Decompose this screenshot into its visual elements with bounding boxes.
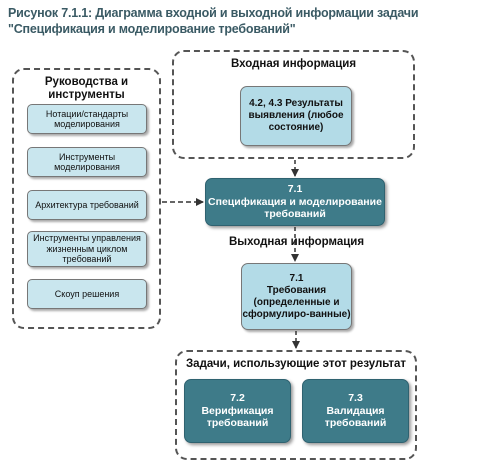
figure-title: Рисунок 7.1.1: Диаграмма входной и выход… xyxy=(8,6,419,36)
guideline-item-modeling-tools: Инструменты моделирования xyxy=(27,147,147,177)
guideline-item-lifecycle-tools: Инструменты управления жизненным циклом … xyxy=(27,231,147,267)
guidelines-group: Руководства и инструменты xyxy=(12,68,161,329)
guideline-item-solution-scope: Скоуп решения xyxy=(27,279,147,309)
task-verify-number: 7.2 xyxy=(230,392,245,405)
input-group: Входная информация xyxy=(172,50,415,159)
output-name: Требования (определенные и сформулиро-ва… xyxy=(242,284,351,320)
task-specify-model: 7.1 Спецификация и моделирование требова… xyxy=(205,178,385,226)
tasks-using-label: Задачи, использующие этот результат xyxy=(185,358,407,370)
task-validate-name: Валидация требований xyxy=(324,404,387,430)
task-verify: 7.2 Верификация требований xyxy=(184,379,291,443)
task-name: Спецификация и моделирование требований xyxy=(208,195,382,221)
output-label: Выходная информация xyxy=(229,236,365,248)
task-verify-name: Верификация требований xyxy=(201,404,274,430)
task-validate: 7.3 Валидация требований xyxy=(302,379,409,443)
tasks-using-group: Задачи, использующие этот результат xyxy=(175,350,417,460)
output-number: 7.1 xyxy=(289,272,304,284)
output-requirements: 7.1 Требования (определенные и сформулир… xyxy=(241,263,352,330)
guideline-item-notations: Нотации/стандарты моделирования xyxy=(27,104,147,134)
guideline-item-architecture: Архитектура требований xyxy=(27,190,147,220)
guidelines-label: Руководства и инструменты xyxy=(44,76,129,101)
task-validate-number: 7.3 xyxy=(348,392,363,405)
task-number: 7.1 xyxy=(287,183,303,196)
input-label: Входная информация xyxy=(230,58,357,70)
input-elicitation-results: 4.2, 4.3 Результаты выявления (любое сос… xyxy=(240,86,352,146)
